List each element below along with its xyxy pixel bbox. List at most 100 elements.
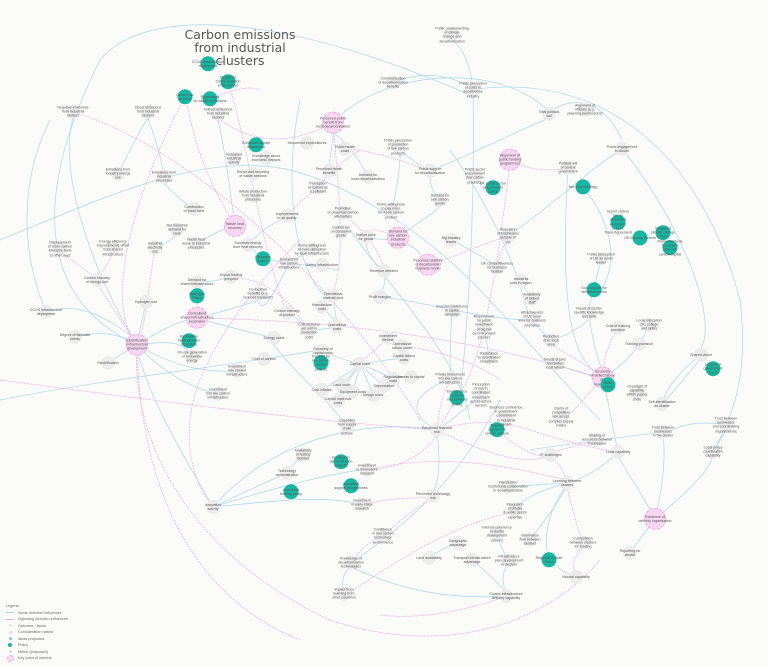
node-skills-policy[interactable]: Skills policy (586, 377, 630, 393)
node-needs-of-jobs[interactable]: Needs of jobs and skilled local labour (533, 356, 577, 371)
node-political-will-central[interactable]: Political will of central government (546, 160, 590, 175)
node-trust-coordinating[interactable]: Trust between businesses and coordinatin… (704, 417, 748, 434)
node-export-trading[interactable]: Export trading prospect (209, 270, 253, 284)
node-natural-capability[interactable]: Natural capability (554, 569, 598, 584)
node-demand-shared-infra[interactable]: Demand for shared infrastructure (175, 275, 219, 289)
node-intercluster[interactable]: Intercluster/ institutional collaboratio… (486, 479, 530, 494)
node-public-understanding[interactable]: Public understanding of climate change a… (430, 27, 474, 44)
node-investment-lifetime[interactable]: Investment lifetime (366, 331, 410, 345)
node-carbon-intensity-product[interactable]: Carbon intensity of product (265, 306, 309, 320)
node-gov-support-decarb[interactable]: Gov. support for decarbonisation (572, 282, 616, 298)
node-investor-confidence[interactable]: Investor confidence in capital campaign (430, 303, 474, 318)
node-demand-local-decarb[interactable]: Demand for local decarbonisation (346, 170, 390, 184)
node-integrated-climate[interactable]: Integrated climate change policy (641, 225, 685, 241)
node-uk-industry-reform[interactable]: UK Industry Reform (618, 230, 662, 246)
node-perceived-tech-risk[interactable]: Perceived technology risk (411, 489, 455, 503)
node-household-expenditures[interactable]: Household expenditures (285, 135, 329, 150)
node-business-confidence[interactable]: Business confidence in government commit… (484, 405, 528, 426)
node-profit-margins[interactable]: Profit margins (358, 289, 402, 304)
node-carbon-tax-consumer[interactable]: Carbon tax on consumer goods (319, 224, 363, 239)
node-capability-supply[interactable]: Capability from supply chain actions (325, 419, 369, 436)
node-oversight-capability[interactable]: Oversight of capability within supply ch… (615, 385, 659, 402)
node-enhanced-capital[interactable]: Enhanced capital allowances (234, 137, 278, 153)
node-innovation-policy[interactable]: Innovation funding policy (269, 484, 313, 500)
node-reuse-recycling[interactable]: Reuse and recycling of waste streams (231, 167, 275, 181)
node-technology-demonstration[interactable]: Technology demonstration (265, 466, 309, 480)
node-renewable-policy[interactable]: Renewable heating/power incentives (167, 333, 211, 349)
node-ccus-infrastructure[interactable]: CCUS infrastructure deployment (24, 305, 68, 319)
node-cost-training[interactable]: Cost of training provision (596, 321, 640, 335)
node-information-flow[interactable]: Information flow between clusters (508, 532, 552, 547)
node-promotion-capital[interactable]: Promotion/tools to support new low carbo… (648, 240, 692, 257)
node-sharing-resources[interactable]: Sharing of resources between businesses (575, 432, 619, 447)
node-investment-low-carbon[interactable]: Investment into low carbon infrastructur… (196, 386, 240, 401)
node-investment-shared[interactable]: Investment into shared infrastructure (215, 363, 259, 378)
node-targets-ccus[interactable]: Targets for CCUS ambition in the cluster (206, 74, 250, 90)
node-public-willingness-pay[interactable]: Public willingness to pay more for a low… (369, 203, 413, 220)
node-knowledge-decarb-tech[interactable]: Knowledge of decarbonisation technologie… (329, 555, 373, 570)
node-infra-plan[interactable]: Infrastructure plan development in clust… (487, 553, 531, 568)
node-impact-learning[interactable]: Impact from learning from other countrie… (322, 586, 366, 601)
node-knowledge-economic[interactable]: Knowledge about economic impacts (244, 151, 288, 165)
node-uk-competitiveness[interactable]: UK competitiveness for business location (475, 260, 519, 275)
node-shared-vision[interactable]: Shared vision (679, 347, 723, 362)
node-carbon-intensity-fuel[interactable]: Carbon intensity of energy fuel (75, 273, 119, 287)
node-innovation-activity[interactable]: Innovation activity (191, 500, 235, 514)
node-displacement-fuels[interactable]: Displacement of more carbon intensive fu… (38, 241, 82, 258)
node-cost-inflation[interactable]: Cost inflation (300, 382, 344, 397)
node-safety-infrastructure[interactable]: Safety infrastructure (300, 257, 344, 272)
node-long-term-focus[interactable]: Long-term government focus (691, 361, 735, 377)
node-regional-growth[interactable]: Regional Growth Fund (527, 552, 571, 568)
node-co-location[interactable]: Co-location benefits (e.g. reduced trans… (236, 286, 280, 301)
node-capital-materials[interactable]: Capital materials costs (316, 394, 360, 408)
node-targeted-support[interactable]: Targeted support for carbon capture (475, 422, 519, 438)
node-carbon-tax[interactable]: Carbon tax or price (163, 89, 207, 105)
node-direct-emissions[interactable]: Direct emissions from industrial cluster… (126, 104, 170, 119)
node-perception-risk[interactable]: Perception of risk in coordinated invest… (459, 382, 503, 407)
node-degree-fabrication[interactable]: Degree of fabricate needs (53, 330, 97, 344)
node-negative-emissions[interactable]: Negative emissions from industrial clust… (51, 104, 95, 119)
node-funding-capital[interactable]: Funding for low carbon capital projects (299, 355, 343, 372)
node-geographic-advantage[interactable]: Geographic advantage (436, 536, 480, 550)
node-public-willingness-infra[interactable]: Public willingness to have disruption by… (290, 242, 334, 257)
node-training-provision[interactable]: Training provision (617, 336, 661, 351)
node-public-engagement[interactable]: Public engagement in cluster (600, 142, 644, 156)
node-capital-labour[interactable]: Capital labour costs (382, 351, 426, 365)
node-industrial-electricity[interactable]: Industrial electricity use (133, 240, 177, 255)
node-alignment-funding[interactable]: Alignment of public funding programmes (488, 148, 532, 171)
node-onsite-generation[interactable]: On-site generation of renewable energy (170, 349, 214, 364)
node-energy-efficiency[interactable]: Energy efficiency improvements offset fr… (91, 240, 135, 257)
node-competition-funding[interactable]: Competition between clusters for funding (561, 535, 605, 550)
node-perceived-financial-risk[interactable]: Perceived financial risk (415, 423, 459, 437)
node-investment-early-stage[interactable]: Investment in early stage research (340, 497, 384, 512)
node-public-sector-procurement[interactable]: Public sector procurement (low carbon pr… (453, 168, 497, 185)
node-demand-lowcarbon-goods[interactable]: Demand for low carbon goods (418, 192, 462, 207)
node-access-capital[interactable]: Access to capital (389, 369, 433, 384)
node-industrial-jobs[interactable]: Industrial jobs in region (499, 274, 543, 288)
node-integration-private[interactable]: Integration of private & public sector e… (493, 503, 537, 520)
node-hydrogen-policy2[interactable]: Hydrogen Policy (175, 288, 219, 304)
node-transport-advantage[interactable]: Transport infrastructure advantage (450, 553, 494, 567)
node-import-cluster-knowledge[interactable]: Import of cluster specific knowledge and… (567, 305, 611, 320)
node-operational-labour[interactable]: Operational labour costs (380, 339, 424, 353)
node-import-carbon-tax[interactable]: Import carbon tax on embodied emissions … (596, 209, 640, 234)
node-confidence-tech[interactable]: Confidence in low carbon technology perf… (361, 528, 405, 545)
node-domestic-energy[interactable]: Domestic energy from heat recovery (226, 238, 270, 252)
node-communication[interactable]: Communication of decarbonisation benefit… (371, 75, 415, 90)
node-market-price[interactable]: Market price for goods (344, 230, 388, 244)
node-centralised-shared[interactable]: Centralised shared infrastructure expans… (175, 306, 219, 329)
node-public-perception-cost[interactable]: Public perception of costs to decarbonis… (451, 82, 495, 99)
node-cluster-infra-delivery[interactable]: Cluster infrastructure delivery capabili… (484, 589, 528, 603)
node-indirect-emissions[interactable]: Indirect emissions from industrial clust… (196, 106, 240, 121)
node-design-costs[interactable]: Design costs (351, 387, 395, 402)
node-ccus-policy-top[interactable]: CCUS infrastructure deployment (186, 56, 230, 72)
node-fossil-demand-heat[interactable]: Net industrial demand for heat (155, 222, 199, 237)
node-resistance-investment[interactable]: Resistance to coordinated investment (467, 350, 511, 365)
node-demand-lowcarbon-products[interactable]: Demand for low carbon industrial product… (376, 227, 420, 249)
node-existence-delivery[interactable]: Existence of delivery organisation (633, 508, 677, 530)
node-public-support[interactable]: Public support for decarbonisation (408, 164, 452, 178)
node-emissions-processes[interactable]: Emissions from industrial processes (142, 169, 186, 184)
node-public-health-costs[interactable]: Public health costs (323, 142, 367, 156)
node-trust-between-businesses[interactable]: Trust between businesses in the cluster (641, 424, 685, 439)
node-perceived-public-benefit[interactable]: Perceived public benefit from local deca… (311, 111, 355, 134)
